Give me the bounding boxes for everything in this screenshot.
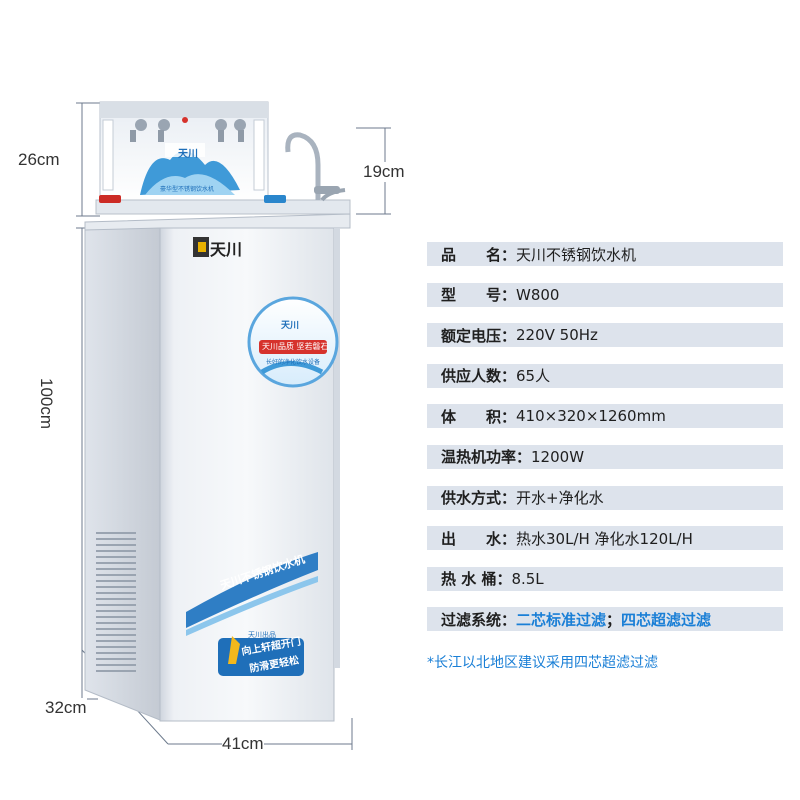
dim-depth: 32cm [45, 698, 87, 718]
spec-label: 过滤系统： [441, 610, 517, 629]
spec-value-filter-standard: 二芯标准过滤 [516, 610, 607, 629]
spec-row-name: 品 名： 天川不锈钢饮水机 [427, 242, 783, 266]
brand-logo [193, 237, 209, 257]
panel-top-text: 豪华型不锈钢饮水机 [160, 186, 215, 193]
spec-value: W800 [516, 285, 560, 304]
badge-top-text: 天川 [281, 321, 300, 331]
spec-value: 410×320×1260mm [516, 407, 666, 426]
spec-value: 1200W [531, 447, 585, 466]
badge-banner-text: 天川品质 坚若磐石 [262, 342, 329, 351]
spec-row-power: 温热机功率： 1200W [427, 444, 783, 469]
door-tag [218, 636, 304, 676]
spec-list: 品 名： 天川不锈钢饮水机 型 号： W800 额定电压： 220V 50Hz … [427, 242, 783, 648]
dim-top-height: 26cm [18, 150, 60, 170]
spec-label: 品 名： [441, 245, 517, 264]
spec-separator: ； [606, 610, 622, 629]
spec-row-model: 型 号： W800 [427, 282, 783, 307]
dim-width: 41cm [222, 734, 264, 754]
spec-row-capacity-people: 供应人数： 65人 [427, 363, 783, 388]
faucet-icon [285, 132, 321, 200]
dim-body-height: 100cm [36, 378, 56, 430]
spec-label: 供水方式： [441, 489, 517, 508]
spec-value: 65人 [516, 367, 551, 386]
dim-faucet-height: 19cm [363, 162, 405, 182]
spec-row-supply-mode: 供水方式： 开水+净化水 [427, 485, 783, 510]
spec-value: 220V 50Hz [516, 326, 598, 345]
spec-value-filter-ultra: 四芯超滤过滤 [621, 610, 712, 629]
spec-value: 热水30L/H 净化水120L/H [516, 529, 693, 548]
drip-tray [95, 199, 351, 215]
spec-row-tank: 热 水 桶： 8.5L [427, 566, 783, 591]
spec-value: 天川不锈钢饮水机 [516, 245, 637, 264]
spec-row-filter: 过滤系统： 二芯标准过滤 ； 四芯超滤过滤 [427, 607, 783, 632]
quality-badge [247, 296, 339, 388]
spec-label: 温热机功率： [441, 448, 532, 467]
spec-label: 额定电压： [441, 326, 517, 345]
spec-row-voltage: 额定电压： 220V 50Hz [427, 323, 783, 348]
spec-label: 型 号： [441, 286, 517, 305]
spec-label: 供应人数： [441, 367, 517, 386]
footnote: *长江以北地区建议采用四芯超滤过滤 [427, 655, 658, 671]
spec-row-output: 出 水： 热水30L/H 净化水120L/H [427, 526, 783, 551]
spec-label: 出 水： [441, 529, 517, 548]
top-panel [99, 101, 269, 203]
spec-label: 体 积： [441, 407, 517, 426]
spec-value: 开水+净化水 [516, 489, 604, 508]
side-banner [186, 552, 318, 636]
door-tag-small: 天川出品 [248, 631, 276, 639]
spec-value: 8.5L [511, 569, 544, 588]
cabinet-body [84, 213, 351, 722]
panel-brand-text: 天川 [178, 149, 198, 160]
badge-sub-text: 长好的净化饮水设备 [266, 359, 321, 366]
logo-text: 天川 [210, 240, 243, 259]
spec-label: 热 水 桶： [441, 570, 512, 589]
spec-row-volume: 体 积： 410×320×1260mm [427, 404, 783, 429]
